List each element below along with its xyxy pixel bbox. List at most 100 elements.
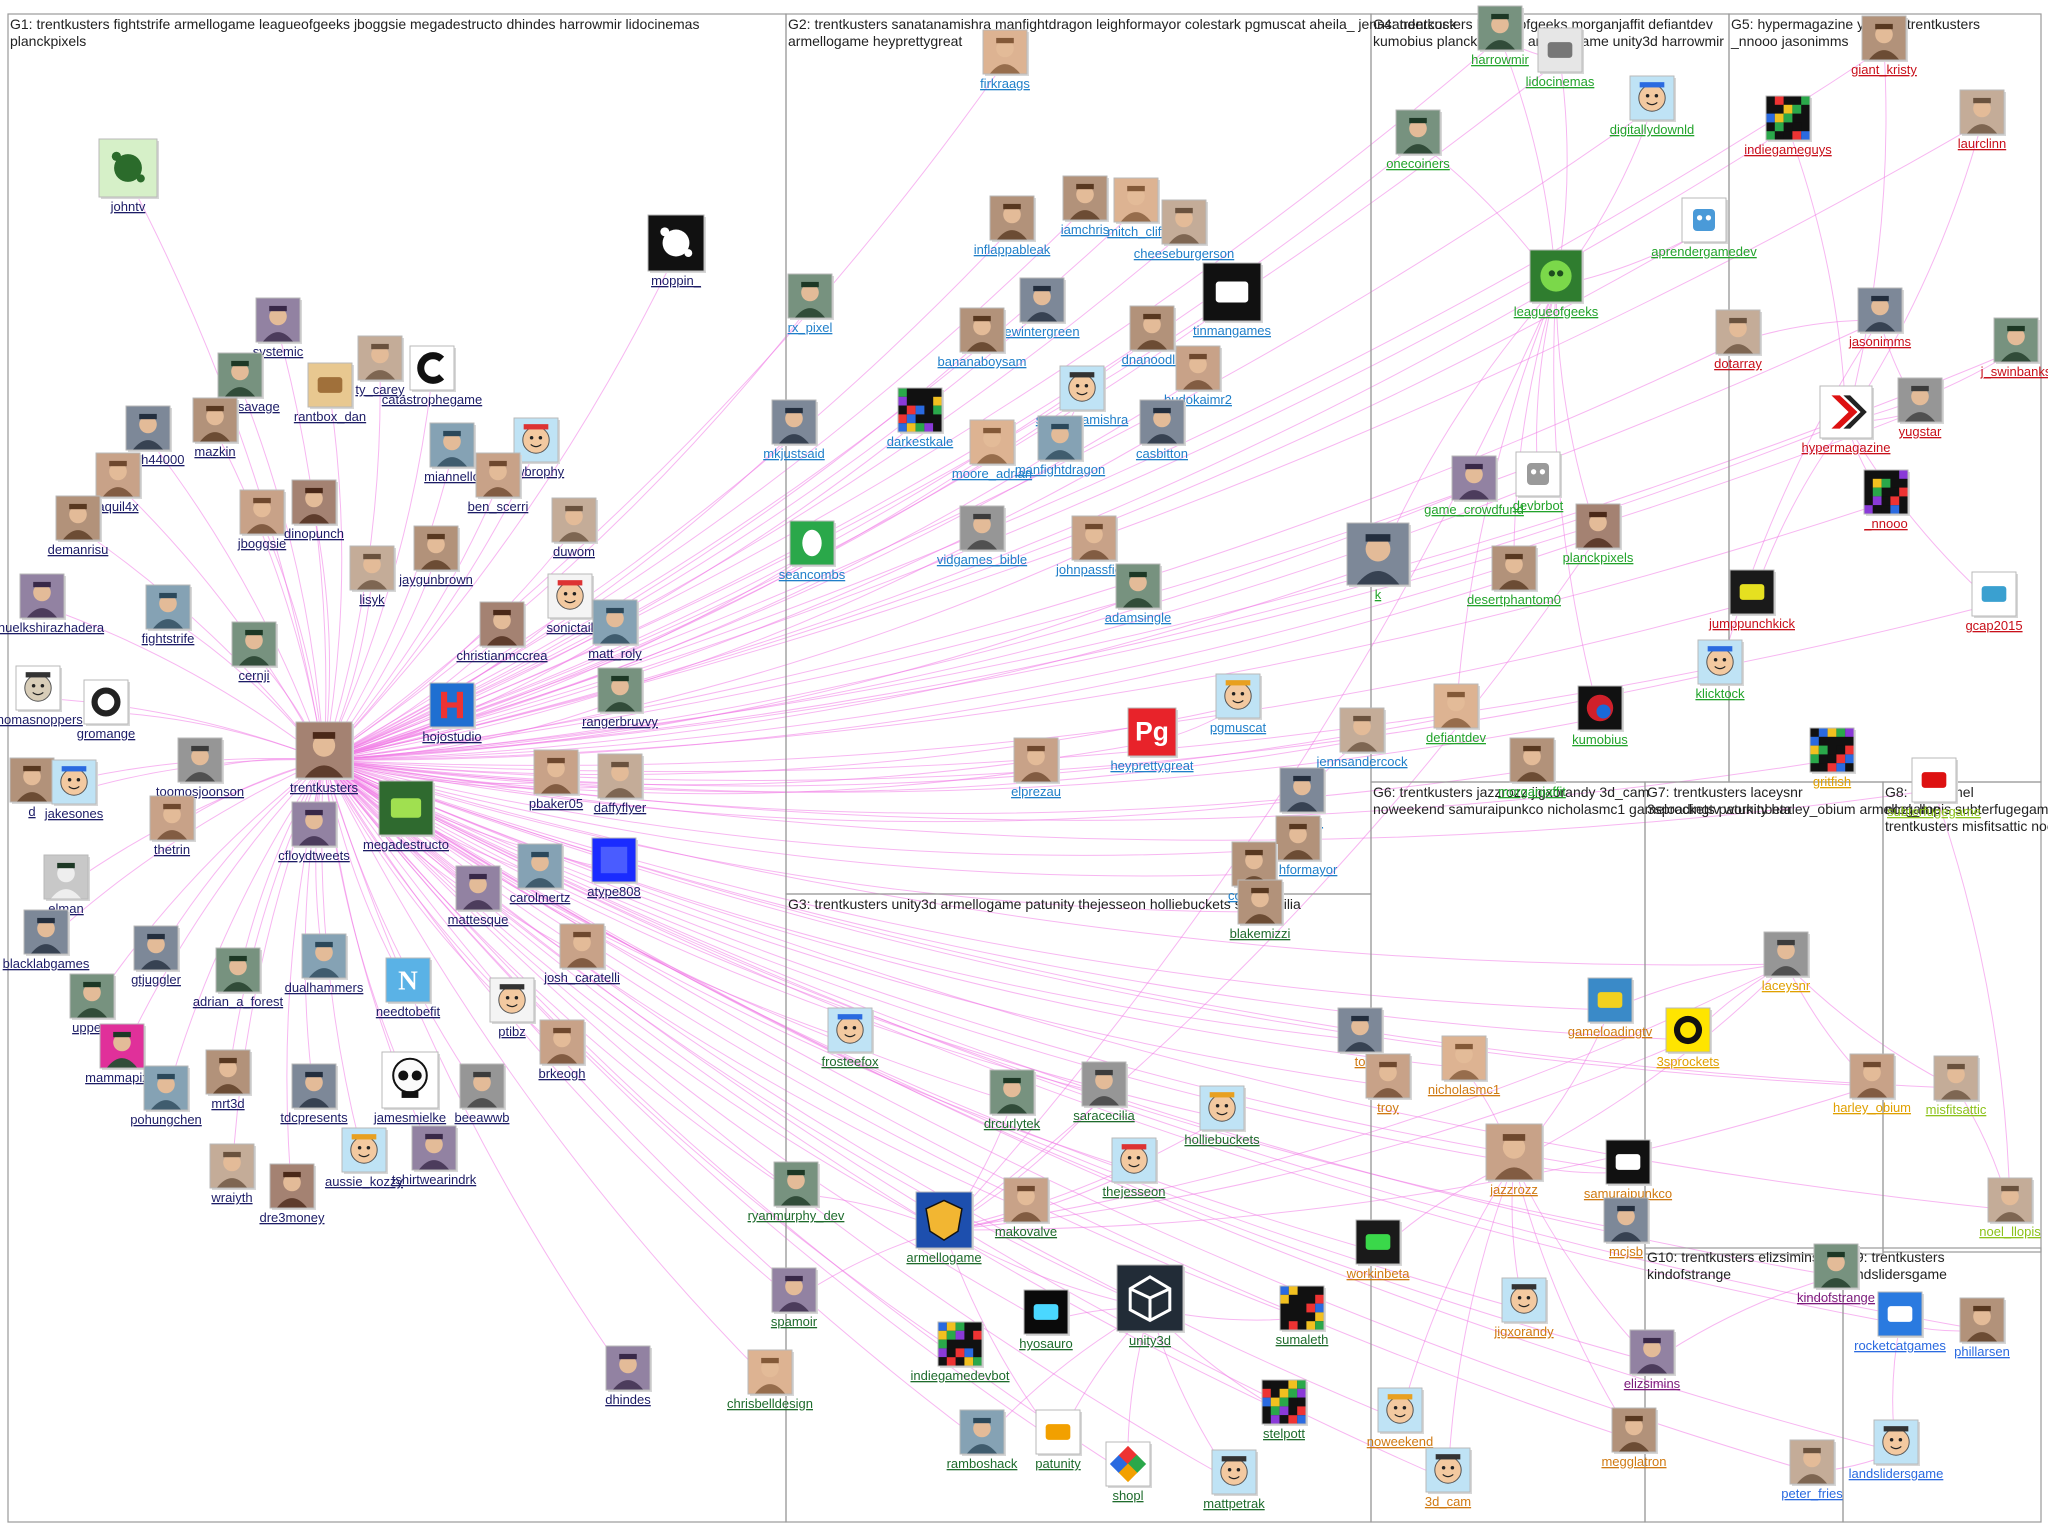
node-label-megglatron[interactable]: megglatron (1601, 1454, 1666, 1469)
node-label-giant_kristy[interactable]: giant_kristy (1851, 62, 1917, 77)
node-label-firkraags[interactable]: firkraags (980, 76, 1030, 91)
node-label-_nnooo[interactable]: _nnooo (1863, 516, 1907, 531)
node-morganjaffit[interactable]: morganjaffit (1498, 737, 1566, 799)
node-label-pbaker05[interactable]: pbaker05 (529, 796, 583, 811)
node-label-tdcpresents[interactable]: tdcpresents (280, 1110, 348, 1125)
node-label-elprezau[interactable]: elprezau (1011, 784, 1061, 799)
node-chrisbelldesign[interactable]: chrisbelldesign (727, 1349, 813, 1411)
node-label-patunity[interactable]: patunity (1035, 1456, 1081, 1471)
node-indiegamedevbot[interactable]: indiegamedevbot (910, 1321, 1010, 1383)
node-duwom[interactable]: duwom (551, 497, 598, 559)
node-label-shopl[interactable]: shopl (1112, 1488, 1143, 1503)
node-label-harrowmir[interactable]: harrowmir (1471, 52, 1529, 67)
node-tdcpresents[interactable]: tdcpresents (280, 1063, 348, 1125)
node-label-sumaleth[interactable]: sumaleth (1276, 1332, 1329, 1347)
node-label-k[interactable]: k (1375, 587, 1382, 602)
node-label-tshirtwearindrk[interactable]: tshirtwearindrk (392, 1172, 477, 1187)
node-nicholasmc1[interactable]: nicholasmc1 (1428, 1035, 1500, 1097)
node-label-jamesmielke[interactable]: jamesmielke (373, 1110, 446, 1125)
node-moore_adrian[interactable]: moore_adrian (952, 419, 1032, 481)
node-pohungchen[interactable]: pohungchen (130, 1065, 202, 1127)
node-blakemizzi[interactable]: blakemizzi (1230, 879, 1291, 941)
node-gameloadingtv[interactable]: gameloadingtv (1568, 977, 1653, 1039)
node-troy[interactable]: troy (1365, 1053, 1412, 1115)
node-pbaker05[interactable]: pbaker05 (529, 749, 583, 811)
node-label-jakesones[interactable]: jakesones (44, 806, 104, 821)
node-label-frosteefox[interactable]: frosteefox (821, 1054, 879, 1069)
node-phillarsen[interactable]: phillarsen (1954, 1297, 2010, 1359)
node-label-mcjsb[interactable]: mcjsb (1609, 1244, 1643, 1259)
node-vidgames_bible[interactable]: vidgames_bible (937, 505, 1027, 567)
node-mrt3d[interactable]: mrt3d (205, 1049, 252, 1111)
node-laurclinn[interactable]: laurclinn (1958, 89, 2006, 151)
node-label-christianmccrea[interactable]: christianmccrea (456, 648, 548, 663)
node-label-ramboshack[interactable]: ramboshack (947, 1456, 1018, 1471)
node-devbrbot[interactable]: devbrbot (1513, 451, 1564, 513)
node-leighformayor[interactable]: leighformayor (1259, 815, 1338, 877)
node-label-3sprockets[interactable]: 3sprockets (1657, 1054, 1720, 1069)
node-label-morganjaffit[interactable]: morganjaffit (1498, 784, 1566, 799)
node-drcurlytek[interactable]: drcurlytek (984, 1069, 1041, 1131)
node-jakesones[interactable]: jakesones (44, 759, 104, 821)
node-hyosauro[interactable]: hyosauro (1019, 1289, 1073, 1351)
node-label-adamsingle[interactable]: adamsingle (1105, 610, 1172, 625)
node-dnanoodle[interactable]: dnanoodle (1122, 305, 1183, 367)
node-rocketcatgames[interactable]: rocketcatgames (1854, 1291, 1946, 1353)
node-iamchris[interactable]: iamchris (1061, 175, 1110, 237)
node-game_crowdfund[interactable]: game_crowdfund (1424, 455, 1524, 517)
node-label-gcap2015[interactable]: gcap2015 (1965, 618, 2022, 633)
node-seancombs[interactable]: seancombs (779, 520, 846, 582)
node-dhindes[interactable]: dhindes (605, 1345, 652, 1407)
node-kindofstrange[interactable]: kindofstrange (1797, 1243, 1875, 1305)
node-label-carolmertz[interactable]: carolmertz (510, 890, 571, 905)
node-ben_scerri[interactable]: ben_scerri (468, 452, 529, 514)
node-darkestkale[interactable]: darkestkale (887, 387, 953, 449)
node-label-workinbeta[interactable]: workinbeta (1346, 1266, 1411, 1281)
node-indiegameguys[interactable]: indiegameguys (1744, 95, 1832, 157)
node-pgmuscat[interactable]: pgmuscat (1210, 673, 1267, 735)
node-mattpetrak[interactable]: mattpetrak (1203, 1449, 1265, 1511)
node-label-demanrisu[interactable]: demanrisu (48, 542, 109, 557)
node-label-mattpetrak[interactable]: mattpetrak (1203, 1496, 1265, 1511)
node-label-defiantdev[interactable]: defiantdev (1426, 730, 1486, 745)
node-thejesseon[interactable]: thejesseon (1103, 1137, 1166, 1199)
node-label-aquil4x[interactable]: aquil4x (97, 499, 139, 514)
node-jazzrozz[interactable]: jazzrozz (1485, 1123, 1544, 1197)
node-cheeseburgerson[interactable]: cheeseburgerson (1134, 199, 1234, 261)
node-k[interactable]: k (1346, 522, 1411, 602)
node-_nnooo[interactable]: _nnooo (1863, 469, 1910, 531)
node-label-phillarsen[interactable]: phillarsen (1954, 1344, 2010, 1359)
node-holliebuckets[interactable]: holliebuckets (1184, 1085, 1260, 1147)
node-label-leagueofgeeks[interactable]: leagueofgeeks (1514, 304, 1599, 319)
node-aquil4x[interactable]: aquil4x (95, 452, 142, 514)
node-label-heyprettygreat[interactable]: heyprettygreat (1110, 758, 1193, 773)
node-hojostudio[interactable]: hojostudio (422, 682, 482, 744)
node-label-gritfish[interactable]: gritfish (1813, 774, 1851, 789)
node-label-thetrin[interactable]: thetrin (154, 842, 190, 857)
node-label-landslidersgame[interactable]: landslidersgame (1849, 1466, 1944, 1481)
node-label-dre3money[interactable]: dre3money (259, 1210, 325, 1225)
node-label-kumobius[interactable]: kumobius (1572, 732, 1628, 747)
node-dotarray[interactable]: dotarray (1714, 309, 1762, 371)
node-label-samuraipunkco[interactable]: samuraipunkco (1584, 1186, 1672, 1201)
node-label-noweekend[interactable]: noweekend (1367, 1434, 1434, 1449)
node-tshirtwearindrk[interactable]: tshirtwearindrk (392, 1125, 477, 1187)
node-manuelkshirazhadera[interactable]: manuelkshirazhadera (0, 573, 105, 635)
node-label-mrt3d[interactable]: mrt3d (211, 1096, 244, 1111)
node-trentkusters[interactable]: trentkusters (290, 721, 358, 795)
node-elman[interactable]: elman (43, 854, 90, 916)
node-label-ryanmurphy_dev[interactable]: ryanmurphy_dev (748, 1208, 845, 1223)
node-blacklabgames[interactable]: blacklabgames (3, 909, 90, 971)
node-mcjsb[interactable]: mcjsb (1603, 1197, 1650, 1259)
node-harley_obium[interactable]: harley_obium (1833, 1053, 1911, 1115)
node-demanrisu[interactable]: demanrisu (48, 495, 109, 557)
node-rangerbruvvy[interactable]: rangerbruvvy (582, 667, 658, 729)
node-desertphantom0[interactable]: desertphantom0 (1467, 545, 1561, 607)
node-label-subterfugegame[interactable]: subterfugegame (1887, 804, 1981, 819)
node-onecoiners[interactable]: onecoiners (1386, 109, 1450, 171)
node-label-d[interactable]: d (28, 804, 35, 819)
node-label-gameloadingtv[interactable]: gameloadingtv (1568, 1024, 1653, 1039)
node-dualhammers[interactable]: dualhammers (285, 933, 364, 995)
node-label-trentkusters[interactable]: trentkusters (290, 780, 358, 795)
